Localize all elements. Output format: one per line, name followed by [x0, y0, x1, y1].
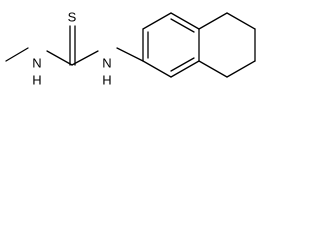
atom-hydrogen-right-label: H	[102, 73, 111, 88]
atom-hydrogen-left-label: H	[32, 73, 41, 88]
ring-bond-6	[142, 60, 172, 78]
ring-bond-5-inner	[170, 57, 195, 72]
bond-n-c	[46, 50, 73, 66]
structure-canvas: S N H N H	[0, 0, 285, 103]
atom-nitrogen-left-label: N	[32, 56, 41, 71]
atom-sulfur-label: S	[68, 10, 77, 25]
thiourea-tetrahydronaphthalene-structure: S N H N H	[5, 10, 256, 88]
sat-bond-5	[198, 60, 228, 78]
sat-bond-1	[198, 12, 228, 30]
bond-c-n2	[71, 50, 99, 66]
ring-bond-2	[142, 12, 172, 30]
bond-methyl-n	[5, 47, 29, 62]
ring-bond-3	[170, 12, 200, 30]
atom-nitrogen-right-label: N	[102, 56, 111, 71]
sat-bond-2	[226, 12, 256, 30]
sat-bond-4	[226, 60, 256, 78]
ring-bond-5	[170, 60, 200, 78]
ring-bond-3-inner	[170, 18, 195, 33]
bond-n2-ring	[116, 47, 144, 62]
